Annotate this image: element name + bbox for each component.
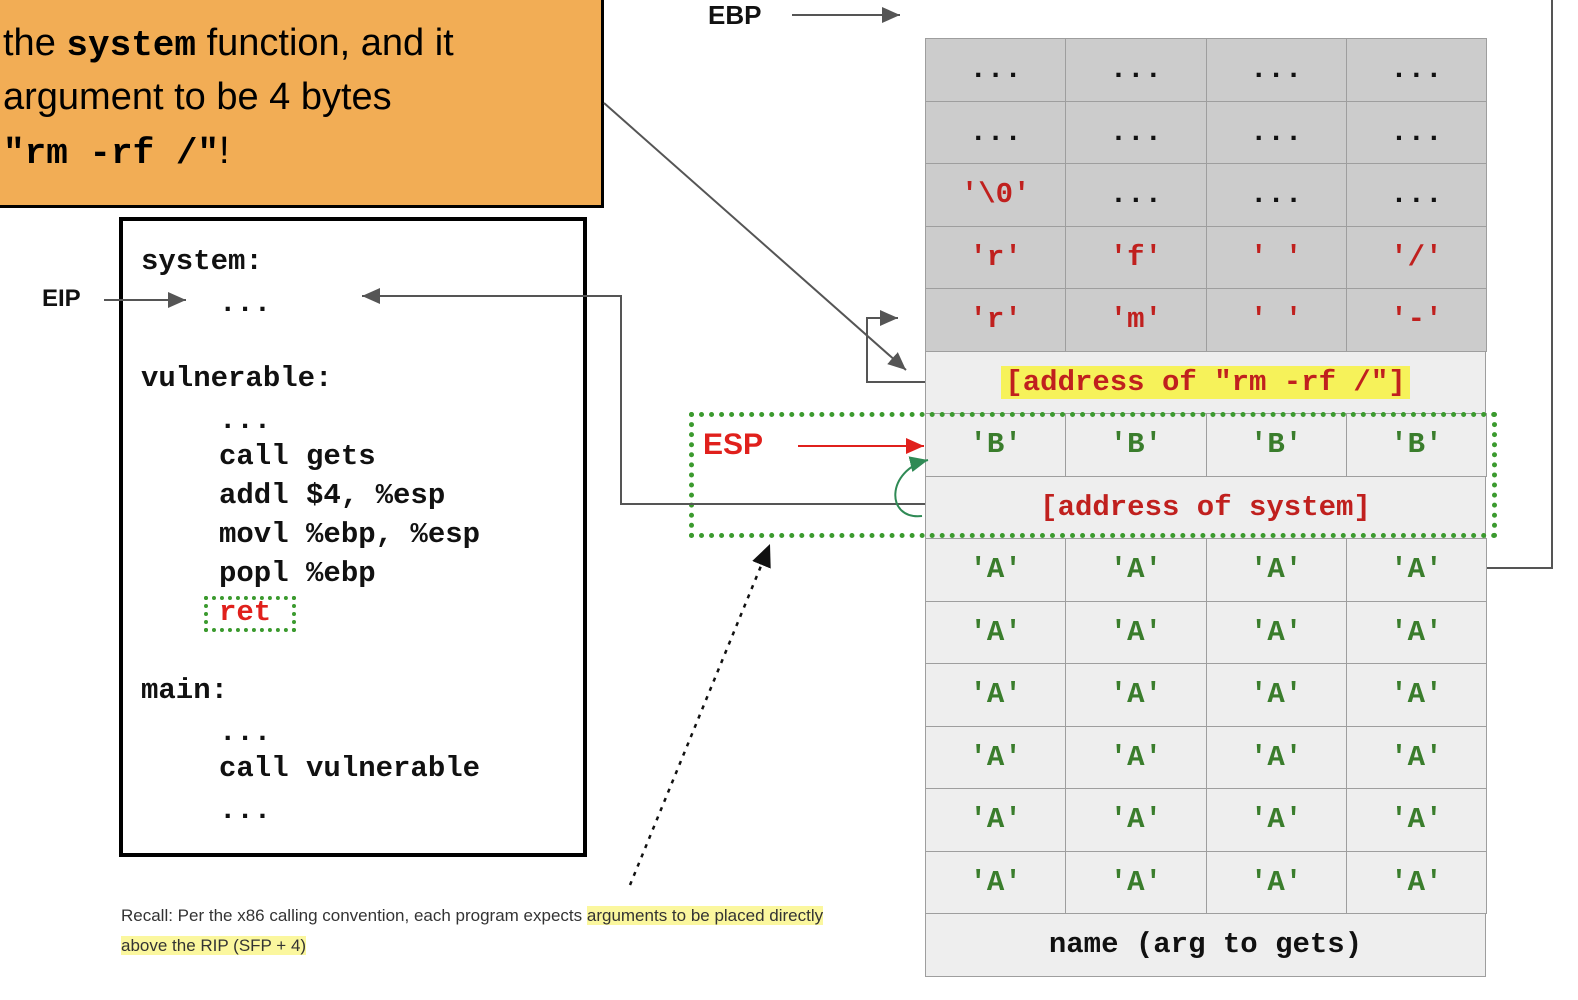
stack-byte-cell: '\0' bbox=[925, 163, 1067, 227]
callout-box: the system function, and it argument to … bbox=[0, 0, 604, 208]
stack-slot-text: name (arg to gets) bbox=[1048, 928, 1363, 962]
stack-byte-cell: 'f' bbox=[1065, 225, 1207, 289]
code-line: addl $4, %esp bbox=[219, 479, 446, 512]
code-line: popl %ebp bbox=[219, 557, 376, 590]
stack-byte-cell: 'A' bbox=[925, 663, 1067, 727]
stack-byte-cell: 'B' bbox=[1205, 413, 1347, 477]
ret-highlight-box bbox=[204, 596, 296, 632]
stack-byte-cell: 'B' bbox=[925, 413, 1067, 477]
code-line: call vulnerable bbox=[219, 752, 481, 785]
stack-byte-cell: ' ' bbox=[1205, 225, 1347, 289]
stack-slot-wide: [address of system] bbox=[925, 475, 1486, 539]
stack-byte-cell: ... bbox=[1065, 38, 1207, 102]
callout-pointer-arrow bbox=[603, 102, 907, 371]
stack-byte-cell: 'm' bbox=[1065, 288, 1207, 352]
stack-byte-cell: 'r' bbox=[925, 288, 1067, 352]
stack-byte-cell: 'A' bbox=[1205, 600, 1347, 664]
stack-byte-cell: 'A' bbox=[1345, 538, 1487, 602]
recall-pointer-arrow bbox=[628, 543, 772, 886]
stack-byte-cell: 'A' bbox=[1065, 538, 1207, 602]
stack-byte-cell: 'A' bbox=[1065, 788, 1207, 852]
stack-byte-cell: 'A' bbox=[1065, 850, 1207, 914]
stack-slot-text: [address of system] bbox=[1040, 490, 1371, 524]
stack-byte-cell: 'A' bbox=[1065, 600, 1207, 664]
callout-line-3: "rm -rf /"! bbox=[3, 130, 230, 174]
stack-byte-cell: 'r' bbox=[925, 225, 1067, 289]
code-line: ... bbox=[219, 716, 272, 749]
stack-byte-cell: ... bbox=[925, 38, 1067, 102]
stack-byte-cell: 'A' bbox=[925, 850, 1067, 914]
stack-byte-cell: ... bbox=[1205, 163, 1347, 227]
stack-byte-cell: ... bbox=[1345, 38, 1487, 102]
stack-byte-cell: 'A' bbox=[925, 788, 1067, 852]
stack-byte-cell: 'A' bbox=[1205, 788, 1347, 852]
stack-byte-cell: 'A' bbox=[1345, 663, 1487, 727]
code-line: vulnerable: bbox=[141, 362, 333, 395]
code-line: ... bbox=[219, 287, 272, 320]
stack-slot-wide: name (arg to gets) bbox=[925, 913, 1486, 977]
stack-byte-cell: '/' bbox=[1345, 225, 1487, 289]
code-line: system: bbox=[141, 245, 263, 278]
rm-address-arrow bbox=[866, 310, 925, 383]
stack-byte-cell: '-' bbox=[1345, 288, 1487, 352]
stack-byte-cell: 'A' bbox=[1205, 725, 1347, 789]
stack-byte-cell: 'B' bbox=[1065, 413, 1207, 477]
stack-byte-cell: 'A' bbox=[1205, 850, 1347, 914]
stack-byte-cell: 'A' bbox=[1345, 850, 1487, 914]
stack-byte-cell: 'A' bbox=[1065, 663, 1207, 727]
stack-byte-cell: 'A' bbox=[925, 600, 1067, 664]
code-line: main: bbox=[141, 674, 229, 707]
recall-note-line-1: Recall: Per the x86 calling convention, … bbox=[121, 906, 824, 925]
stack-slot-text: [address of "rm -rf /"] bbox=[1001, 365, 1410, 399]
stack-byte-cell: ... bbox=[1345, 163, 1487, 227]
esp-highlight-box bbox=[689, 412, 1497, 538]
callout-line-2: argument to be 4 bytes bbox=[3, 76, 392, 118]
stack-byte-cell: 'B' bbox=[1345, 413, 1487, 477]
code-line-ret: ret bbox=[219, 596, 272, 629]
stack-slot-wide: [address of "rm -rf /"] bbox=[925, 350, 1486, 414]
stack-byte-cell: 'A' bbox=[925, 725, 1067, 789]
code-line: ... bbox=[219, 794, 272, 827]
stack-byte-cell: ... bbox=[1065, 100, 1207, 164]
stack-byte-cell: 'A' bbox=[925, 538, 1067, 602]
stack-byte-cell: ... bbox=[1345, 100, 1487, 164]
stack-byte-cell: ... bbox=[1065, 163, 1207, 227]
ebp-label: EBP bbox=[708, 0, 762, 30]
stack-byte-cell: ... bbox=[925, 100, 1067, 164]
stack-byte-cell: ... bbox=[1205, 38, 1347, 102]
stack-byte-cell: 'A' bbox=[1345, 725, 1487, 789]
stack-byte-cell: 'A' bbox=[1345, 600, 1487, 664]
stack-byte-cell: 'A' bbox=[1205, 538, 1347, 602]
code-line: movl %ebp, %esp bbox=[219, 518, 481, 551]
eip-label: EIP bbox=[42, 285, 81, 312]
stack-byte-cell: 'A' bbox=[1345, 788, 1487, 852]
stack-byte-cell: 'A' bbox=[1205, 663, 1347, 727]
recall-note-line-2: above the RIP (SFP + 4) bbox=[121, 936, 307, 955]
code-line: call gets bbox=[219, 440, 376, 473]
stack-byte-cell: ' ' bbox=[1205, 288, 1347, 352]
stack-byte-cell: ... bbox=[1205, 100, 1347, 164]
stack-byte-cell: 'A' bbox=[1065, 725, 1207, 789]
callout-line-1: the system function, and it bbox=[3, 22, 454, 66]
stack-diagram: ........................'\0'.........'r'… bbox=[925, 38, 1487, 977]
code-line: ... bbox=[219, 404, 272, 437]
